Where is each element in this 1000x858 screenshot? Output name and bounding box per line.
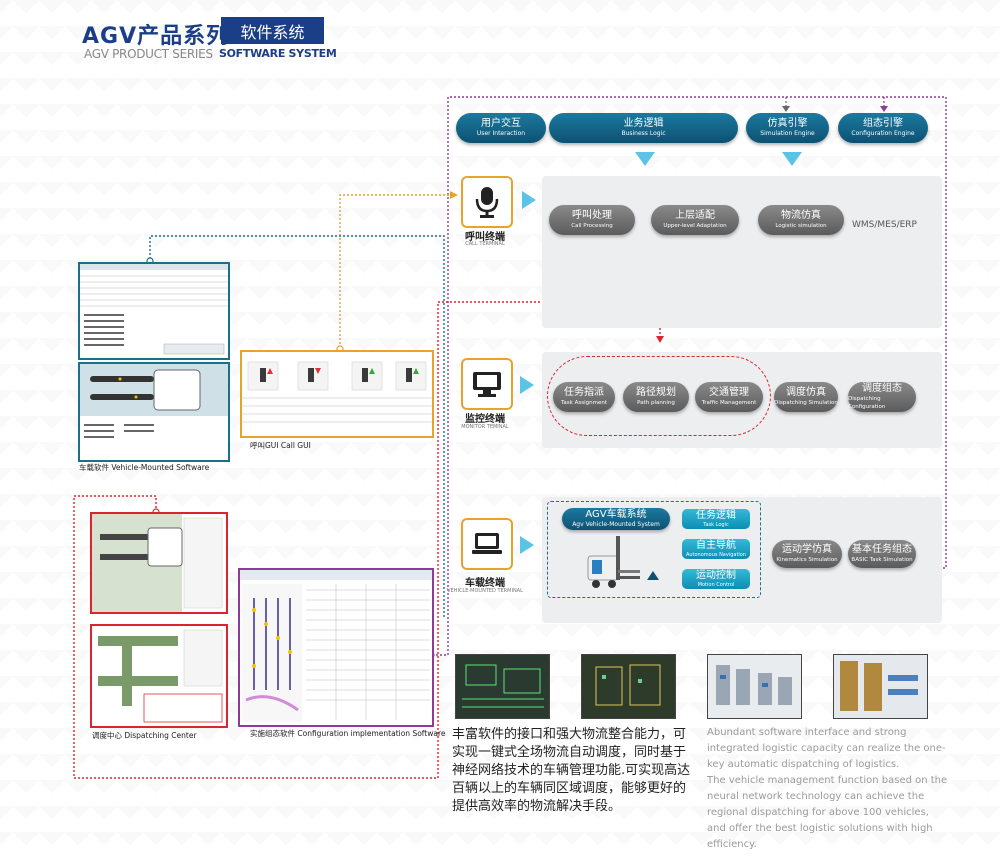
call-terminal-label: 呼叫终端 bbox=[465, 232, 505, 243]
section-tag-en: SOFTWARE SYSTEM bbox=[219, 47, 337, 60]
vehicle-software-window bbox=[78, 262, 230, 360]
page-subtitle-en: AGV PRODUCT SERIES bbox=[84, 47, 213, 61]
description-en: Abundant software interface and strong i… bbox=[707, 725, 949, 853]
arrow-down-icon bbox=[635, 152, 655, 166]
highlight-ring bbox=[547, 356, 771, 436]
arrow-right-icon bbox=[522, 191, 536, 209]
monitor-terminal-label-en: MONITOR TEMINAL bbox=[461, 424, 509, 430]
dispatching-layout-window bbox=[90, 624, 228, 728]
configuration-software-caption: 实施组态软件 Configuration implementation Soft… bbox=[250, 729, 446, 738]
configuration-software-window bbox=[238, 568, 434, 727]
monitor-icon bbox=[461, 358, 513, 410]
page-title: AGV产品系列 bbox=[82, 24, 230, 49]
vehicle-terminal-label-en: VEHICLE-MOUNTED TERMINAL bbox=[447, 588, 523, 594]
arrow-right-icon bbox=[520, 536, 534, 554]
vehicle-software-map bbox=[78, 362, 230, 462]
microphone-icon bbox=[461, 176, 513, 228]
triangle-icon bbox=[647, 571, 659, 580]
agv-system-box bbox=[547, 501, 761, 598]
vehicle-terminal-label: 车载终端 bbox=[465, 578, 505, 589]
description-en-2: The vehicle management function based on… bbox=[707, 775, 948, 850]
description-en-1: Abundant software interface and strong i… bbox=[707, 727, 946, 770]
arrow-right-icon bbox=[520, 376, 534, 394]
section-tag: 软件系统 bbox=[221, 17, 324, 44]
monitor-terminal-label: 监控终端 bbox=[465, 414, 505, 425]
agv-forklift-icon bbox=[587, 536, 640, 588]
thumbnail-dispatch-view-1 bbox=[455, 654, 550, 719]
description-cn: 丰富软件的接口和强大物流整合能力，可实现一键式全场物流自动调度，同时基于神经网络… bbox=[452, 727, 691, 814]
call-terminal-label-en: CALL TERMINAL bbox=[465, 241, 505, 247]
call-gui-caption: 呼叫GUI Call GUI bbox=[250, 441, 311, 450]
thumbnail-3d-warehouse-1 bbox=[707, 654, 802, 719]
arrow-down-icon bbox=[782, 152, 802, 166]
laptop-icon bbox=[461, 518, 513, 570]
vehicle-software-caption: 车载软件 Vehicle-Mounted Software bbox=[79, 463, 210, 472]
call-gui-window bbox=[240, 350, 434, 438]
thumbnail-3d-warehouse-2 bbox=[833, 654, 928, 719]
dispatching-map-window bbox=[90, 512, 228, 614]
wms-label: WMS/MES/ERP bbox=[852, 220, 917, 230]
thumbnail-dispatch-view-2 bbox=[581, 654, 676, 719]
dispatching-center-caption: 调度中心 Dispatching Center bbox=[92, 731, 197, 740]
call-terminal-panel bbox=[542, 176, 942, 328]
